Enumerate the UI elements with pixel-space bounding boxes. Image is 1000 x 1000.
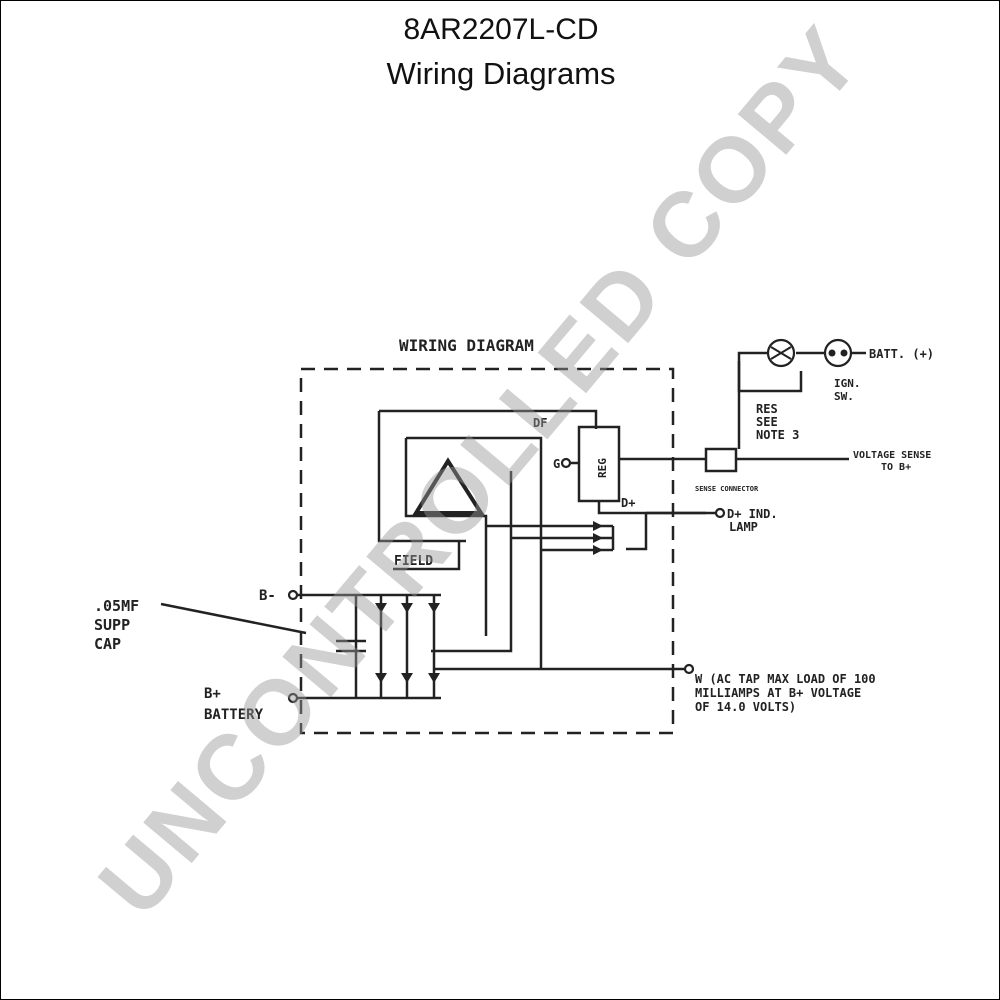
w-label-1: W (AC TAP MAX LOAD OF 100 — [695, 672, 876, 686]
g-label: G — [553, 457, 560, 471]
df-wire — [379, 409, 598, 429]
rotor-symbol — [412, 457, 485, 515]
g-terminal — [560, 457, 572, 469]
w-terminal — [683, 663, 695, 675]
res-label-3: NOTE 3 — [756, 428, 799, 442]
page-title: 8AR2207L-CD — [403, 13, 599, 46]
res-loop — [737, 361, 803, 393]
reg-dplus-wire — [597, 501, 706, 515]
dplus-diode-link — [626, 513, 648, 551]
batt-label: BATT. (+) — [869, 347, 934, 361]
b-minus-terminal — [287, 589, 299, 601]
ign-switch-symbol — [823, 338, 853, 368]
w-label-3: OF 14.0 VOLTS) — [695, 700, 796, 714]
capacitor-plates — [336, 639, 366, 653]
sense-label-2: TO B+ — [881, 462, 911, 473]
stator-outer — [377, 411, 466, 543]
d-plus-label: D+ — [621, 496, 635, 510]
ign-label-1: IGN. — [834, 377, 861, 390]
capacitor-leader — [160, 602, 307, 635]
cap-label-2: SUPP — [94, 616, 130, 634]
lamp-cross — [770, 346, 792, 360]
cap-label-3: CAP — [94, 635, 121, 653]
diagram-heading: WIRING DIAGRAM — [399, 336, 534, 355]
field-box — [393, 541, 461, 571]
trio-diodes — [593, 521, 603, 555]
field-label: FIELD — [394, 554, 433, 569]
stator-lead-1 — [404, 438, 488, 636]
negative-diodes — [375, 673, 440, 683]
lamp-terminal — [714, 507, 726, 519]
df-label: DF — [533, 416, 547, 430]
stator-lead-2 — [431, 471, 513, 653]
b-minus-label: B- — [259, 588, 276, 604]
positive-diodes — [375, 603, 440, 613]
rectifier-legs — [354, 595, 436, 698]
ign-wire — [737, 351, 767, 449]
stator-inner — [406, 436, 543, 471]
page-subtitle: Wiring Diagrams — [386, 56, 616, 91]
b-plus-terminal — [287, 692, 299, 704]
ign-contact-b — [840, 349, 848, 357]
lamp-label-1: D+ IND. — [727, 507, 778, 521]
battery-label: BATTERY — [204, 707, 264, 723]
ign-contact-a — [828, 349, 836, 357]
lamp-label-2: LAMP — [729, 520, 758, 534]
ign-label-2: SW. — [834, 390, 854, 403]
sense-label-1: VOLTAGE SENSE — [853, 450, 931, 461]
cap-label-1: .05MF — [94, 597, 139, 615]
connector-label: SENSE CONNECTOR — [695, 485, 759, 493]
b-plus-label: B+ — [204, 686, 221, 702]
sense-connector — [704, 447, 738, 473]
reg-label: REG — [596, 458, 609, 478]
w-label-2: MILLIAMPS AT B+ VOLTAGE — [695, 686, 861, 700]
res-label-2: SEE — [756, 415, 778, 429]
res-label-1: RES — [756, 402, 778, 416]
enclosure-outline — [299, 367, 675, 735]
